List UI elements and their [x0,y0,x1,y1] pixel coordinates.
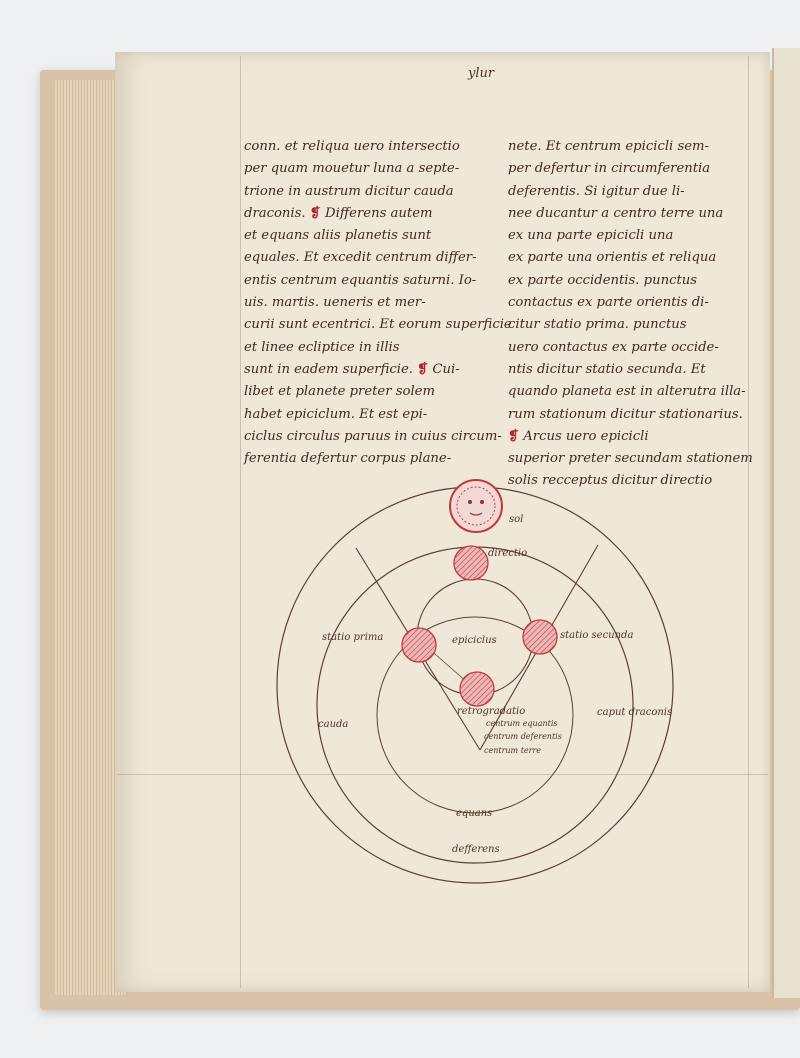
text-line: curii sunt ecentrici. Et eorum superfici… [244,317,512,333]
text-column-left: conn. et reliqua uero intersectio per qu… [244,136,512,470]
text-line: deferentis. Si igitur due li- [508,183,685,199]
text-line: sunt in eadem superficie. ❡ Cui- [244,361,460,377]
text-line: nete. Et centrum epicicli sem- [508,139,709,154]
text-line: per defertur in circumferentia [508,161,711,177]
label-cauda: cauda [318,719,348,730]
ruling-horizontal-bottom [118,774,768,775]
text-column-right: nete. Et centrum epicicli sem- per defer… [508,136,753,493]
text-line: uis. martis. ueneris et mer- [244,295,426,311]
text-line: habet epiciclum. Et est epi- [244,406,428,422]
text-line: ❡ Arcus uero epicicli [508,428,649,444]
folio-number: ylur [468,66,495,81]
inner-circle [376,616,574,814]
label-caput-draconis: caput draconis [597,707,672,718]
text-line: entis centrum equantis saturni. Io- [244,272,477,288]
label-equans: equans [456,808,492,819]
text-line: ferentia defertur corpus plane- [244,451,452,467]
label-directio: directio [488,548,527,559]
label-centrum-equantis: centrum equantis [486,719,558,728]
label-centrum-deferentis: centrum deferentis [484,732,562,741]
text-line: trione in austrum dicitur cauda [244,183,454,199]
text-line: nee ducantur a centro terre una [508,205,724,221]
label-epiciclus: epiciclus [452,635,497,646]
text-line: citur statio prima. punctus [508,317,687,333]
text-line: ciclus circulus paruus in cuius circum- [244,428,502,444]
label-centrum-terre: centrum terre [484,746,541,755]
text-line: solis recceptus dicitur directio [508,473,713,489]
text-line: et linee ecliptice in illis [244,339,400,355]
planet-retrogradatio [459,671,495,707]
text-line: et equans aliis planetis sunt [244,228,432,244]
paragraph-mark-icon: ❡ [417,361,429,377]
ruling-vertical-left [240,56,241,988]
text-line: ex parte una orientis et reliqua [508,250,717,266]
text-line: ex parte occidentis. punctus [508,272,698,288]
text-line: conn. et reliqua uero intersectio [244,139,460,154]
text-line: contactus ex parte orientis di- [508,295,709,311]
label-sol: sol [509,514,523,525]
manuscript-page [115,52,770,992]
text-line: libet et planete preter solem [244,384,435,400]
planet-statio-secunda [522,619,558,655]
label-retrogradatio: retrogradatio [457,706,525,717]
label-defferens: defferens [452,844,500,855]
facing-page-edge [772,48,800,998]
paragraph-mark-icon: ❡ [309,205,321,221]
text-line: draconis. ❡ Differens autem [244,205,433,221]
sun-icon [449,479,503,533]
text-line: per quam mouetur luna a septe- [244,161,460,177]
text-line: ex una parte epicicli una [508,228,674,244]
ruling-vertical-right [748,56,749,988]
paragraph-mark-icon: ❡ [508,428,520,444]
text-line: equales. Et excedit centrum differ- [244,250,477,266]
text-line: rum stationum dicitur stationarius. [508,406,743,422]
text-line: quando planeta est in alterutra illa- [508,384,746,400]
text-line: ntis dicitur statio secunda. Et [508,361,706,377]
text-line: superior preter secundam stationem [508,451,753,467]
label-statio-prima: statio prima [322,632,383,643]
planet-directio [453,545,489,581]
planet-statio-prima [401,627,437,663]
text-line: uero contactus ex parte occide- [508,339,719,355]
label-statio-secunda: statio secunda [560,630,633,641]
